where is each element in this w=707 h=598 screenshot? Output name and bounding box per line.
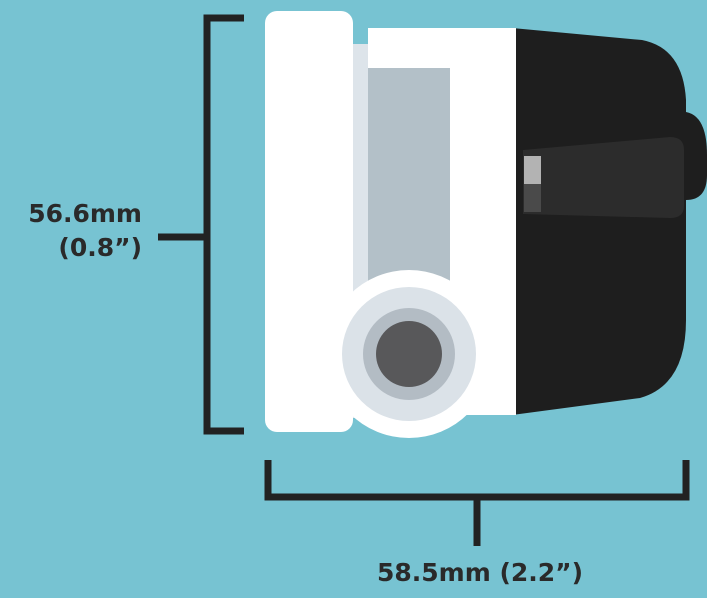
height-bracket-frame: [203, 14, 244, 435]
height-dimension-label: 56.6mm (0.8”): [0, 197, 142, 265]
camera-side-knob: [686, 112, 707, 200]
width-dimension-label: 58.5mm (2.2”): [376, 558, 584, 587]
camera-side-strap: [523, 137, 684, 218]
width-bracket: [264, 460, 690, 546]
mode-switch-bottom: [524, 184, 541, 212]
camera-side-view: [265, 11, 707, 438]
width-bracket-frame: [264, 460, 690, 501]
height-mm-text: 56.6mm: [28, 199, 142, 228]
height-bracket: [158, 14, 244, 435]
mode-switch-top: [524, 156, 541, 184]
lens-center: [376, 321, 442, 387]
camera-lens: [325, 270, 493, 438]
height-in-text: (0.8”): [58, 233, 142, 262]
camera-back-shell: [512, 28, 686, 415]
camera-window: [368, 68, 450, 290]
